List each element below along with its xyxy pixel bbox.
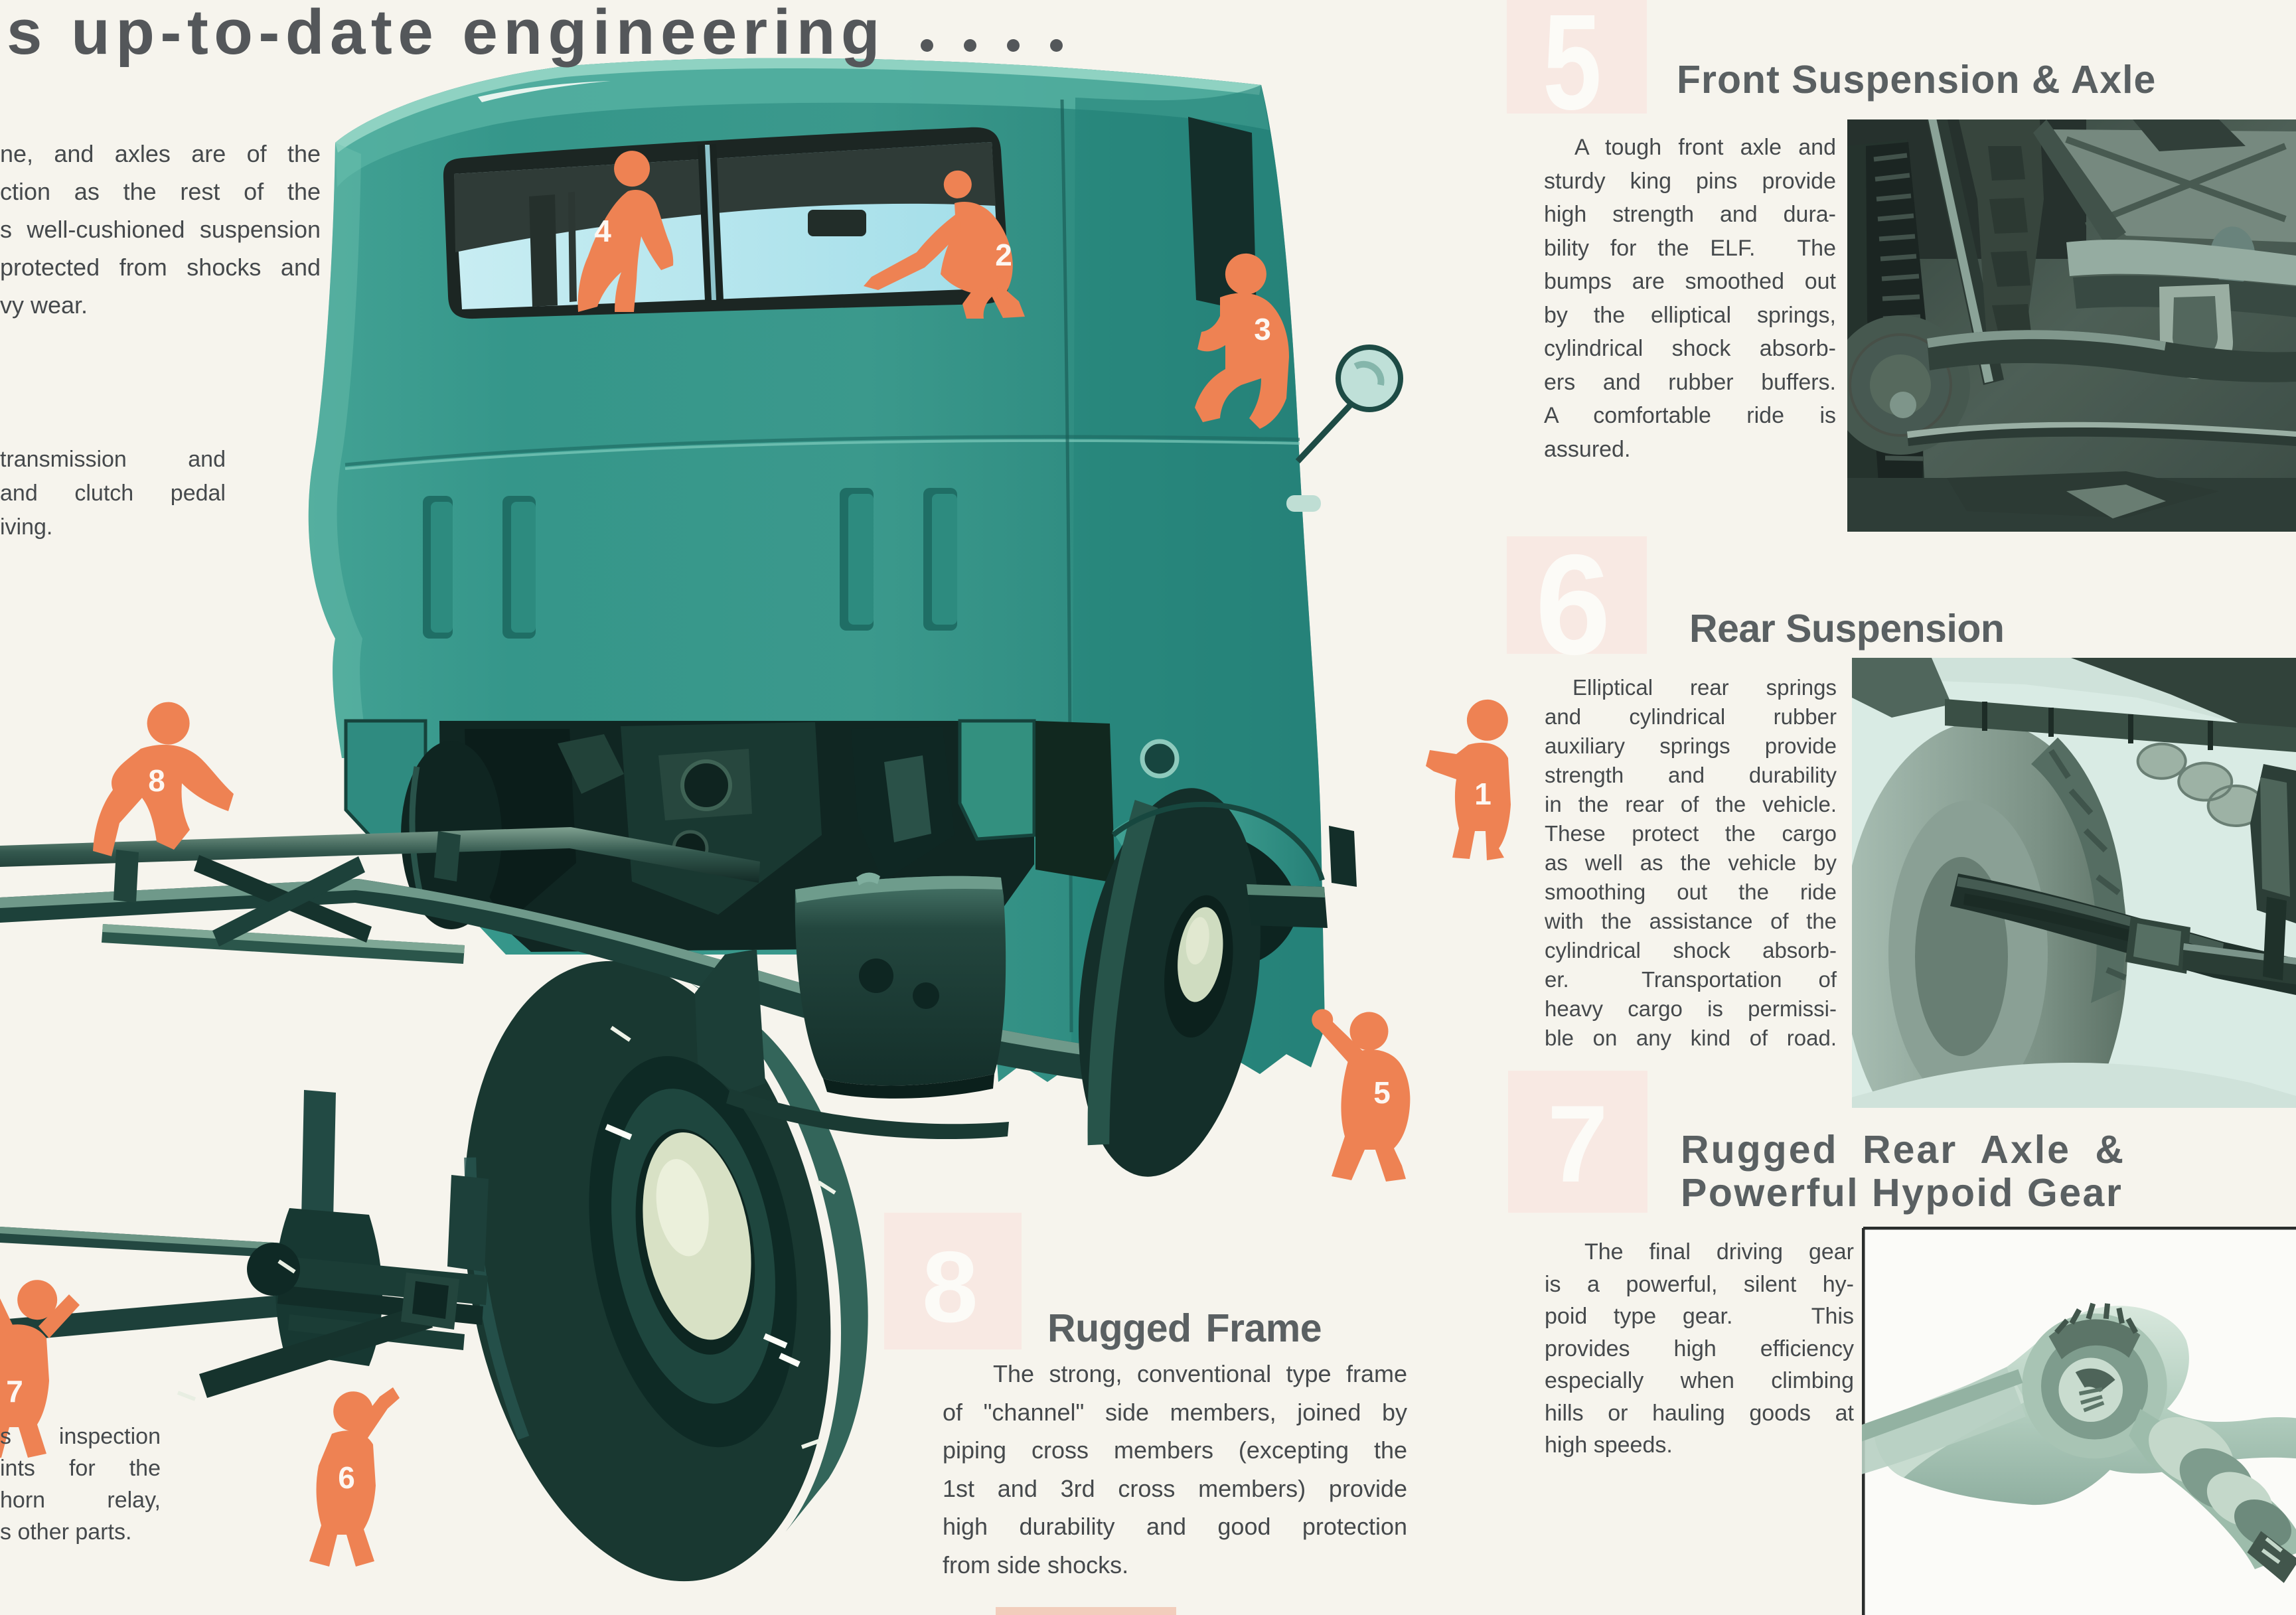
- svg-text:1: 1: [1474, 777, 1492, 811]
- svg-text:8: 8: [148, 763, 165, 798]
- svg-text:2: 2: [995, 238, 1012, 272]
- svg-text:5: 5: [1373, 1075, 1391, 1110]
- svg-text:3: 3: [1254, 312, 1271, 346]
- svg-text:7: 7: [6, 1374, 23, 1409]
- svg-text:4: 4: [594, 214, 611, 248]
- svg-text:6: 6: [338, 1460, 355, 1495]
